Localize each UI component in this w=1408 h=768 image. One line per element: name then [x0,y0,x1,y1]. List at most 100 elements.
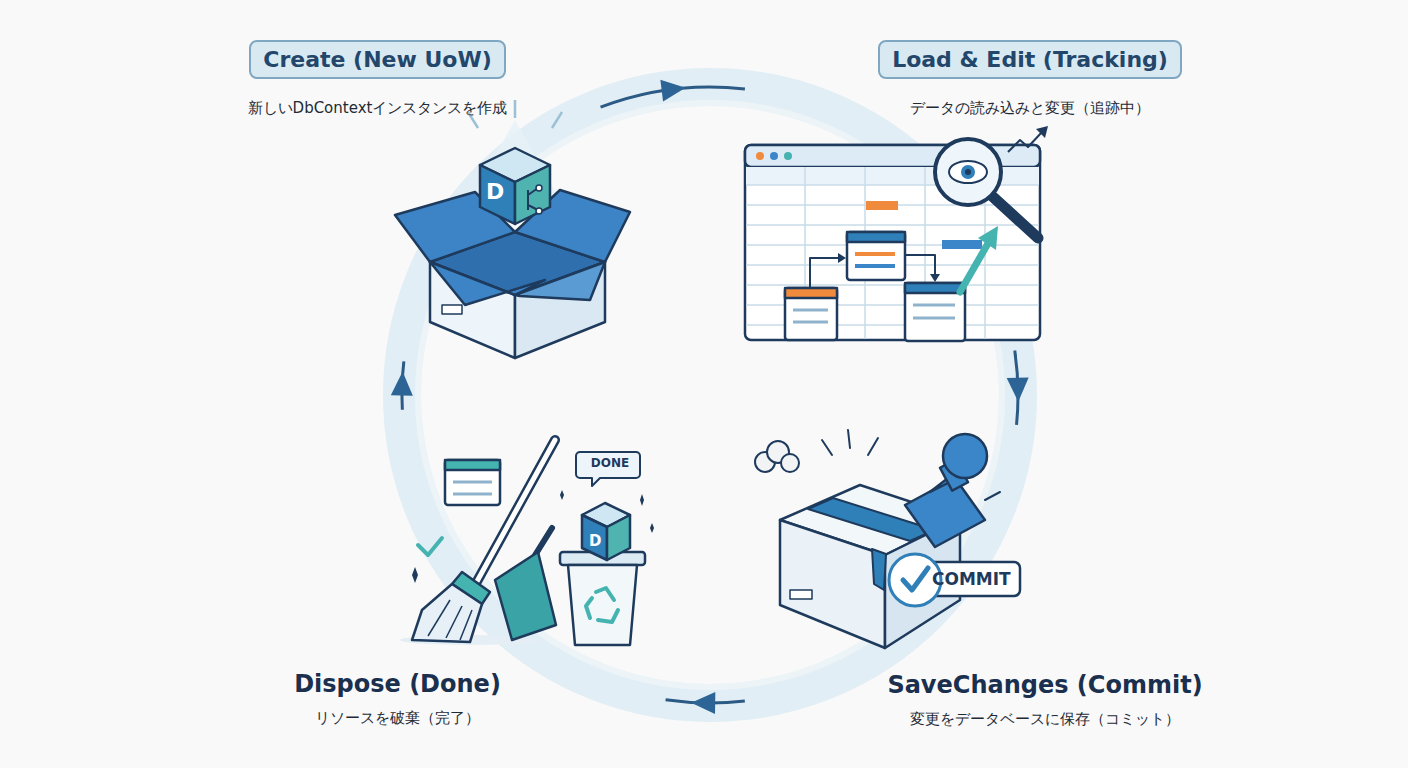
spreadsheet-icon-part [1008,132,1042,152]
arrow-head [660,80,685,102]
sealed-box-icon-part [755,441,799,472]
cleanup-icon-part-part [640,494,644,506]
spreadsheet-icon-part-part [746,284,1039,286]
open-box-icon-part [515,262,605,358]
open-box-icon-part [442,305,462,314]
spreadsheet-icon-part [847,232,905,242]
open-box-icon-part [480,165,515,224]
spreadsheet-icon-part [905,283,965,341]
cleanup-icon [400,440,654,645]
spreadsheet-icon-part [913,304,955,307]
cleanup-icon-part [586,588,618,622]
open-box-icon-part [515,165,550,224]
sealed-box-icon-part [905,478,985,547]
cleanup-icon-part [428,600,472,640]
spreadsheet-icon-part [905,283,965,293]
text-slot: データの読み込みと変更（追跡中） [850,98,1210,118]
text-slot: SaveChanges (Commit) [880,671,1210,699]
cleanup-icon-part [453,493,492,496]
spreadsheet-icon-part [942,240,982,249]
cleanup-icon-part [453,481,492,484]
cleanup-icon-part-part [596,588,614,600]
sealed-box-icon-part [780,520,885,648]
spreadsheet-icon-part [793,321,828,324]
text-slot: 新しいDbContextインスタンスを作成 [220,98,535,118]
sealed-box-icon [755,430,1020,648]
sealed-box-icon-part-part [985,492,1000,500]
spreadsheet-icon-part [935,139,1001,205]
spreadsheet-icon-part [961,165,975,179]
open-box-icon-part [536,208,542,214]
stage-heading: Create (New UoW) [249,40,506,79]
cycle-arrow [1007,350,1029,425]
cleanup-icon-part [475,440,555,585]
cycle-ring [402,87,1018,703]
cycle-arrow [391,361,413,409]
text-slot: Dispose (Done) [280,670,515,698]
stage-description: リソースを破棄（完了） [315,709,480,728]
spreadsheet-icon-part-part [746,264,1039,266]
sealed-box-icon-part-part [868,438,878,455]
spreadsheet-icon-part [785,288,837,298]
stage-heading: SaveChanges (Commit) [887,671,1202,699]
spreadsheet-icon-part [965,169,971,175]
open-box-icon-part [515,262,605,300]
spreadsheet-icon [745,126,1048,341]
stage-heading: Load & Edit (Tracking) [878,40,1182,79]
cleanup-icon-part [495,552,556,640]
text-slot: Load & Edit (Tracking) [850,40,1210,79]
open-box-icon-part [430,262,545,305]
cycle-arrow [666,692,745,714]
spreadsheet-icon-part [770,152,778,160]
open-box-icon-part [528,188,538,210]
stage-node: Create (New UoW) 新しいDbContextインスタンスを作成 [240,36,600,361]
cleanup-icon-part-part [460,610,472,640]
stage-node: Load & Edit (Tracking)データの読み込みと変更（追跡中） [745,36,1190,350]
sealed-box-icon-part-part [822,440,832,455]
cleanup-icon-part-part [560,490,564,500]
text-slot: 変更をデータベースに保存（コミット） [880,709,1210,729]
cleanup-icon-part-part [598,610,618,622]
arrow-head [691,692,715,714]
commit-badge-text: COMMIT [932,569,1011,589]
sealed-box-icon-part-part [848,430,850,448]
spreadsheet-icon-part-part [746,224,1039,226]
stage-heading: Dispose (Done) [294,670,501,698]
cycle-arrow [601,80,745,107]
spreadsheet-icon-part [847,232,905,280]
spreadsheet-icon-part [978,226,998,250]
cleanup-icon-part-part [428,600,450,636]
cube-letter: D [589,532,601,550]
cycle-ring-part [402,87,1018,703]
sealed-box-icon-part [943,434,987,478]
cleanup-icon-part [475,440,555,585]
cleanup-icon-part-part [446,606,462,638]
sealed-box-icon-part [790,590,812,599]
spreadsheet-icon-part [949,161,987,183]
open-box-icon-part [536,185,542,191]
spreadsheet-icon-part [785,288,837,340]
spreadsheet-icon-part [913,317,955,320]
cleanup-icon-part [412,567,418,583]
cleanup-icon-part [418,538,442,555]
spreadsheet-icon-part [905,255,935,276]
cleanup-icon-part [568,565,637,645]
cleanup-icon-part [445,460,500,505]
cleanup-icon-part-part [586,598,592,618]
cleanup-icon-part [445,460,500,470]
sealed-box-icon-part [903,568,928,590]
spreadsheet-icon-part [793,309,828,312]
text-slot: リソースを破棄（完了） [280,708,515,728]
spreadsheet-icon-part [1036,126,1048,138]
spreadsheet-icon-part [960,240,990,292]
arrow-head [391,372,413,396]
spreadsheet-icon-part [784,152,792,160]
spreadsheet-icon-part [756,152,764,160]
cleanup-icon-part-part [650,523,654,533]
spreadsheet-icon-part [838,253,846,263]
cube-letter: D [486,179,504,204]
stage-description: 新しいDbContextインスタンスを作成 [248,99,508,118]
cleanup-icon-part [412,584,482,642]
